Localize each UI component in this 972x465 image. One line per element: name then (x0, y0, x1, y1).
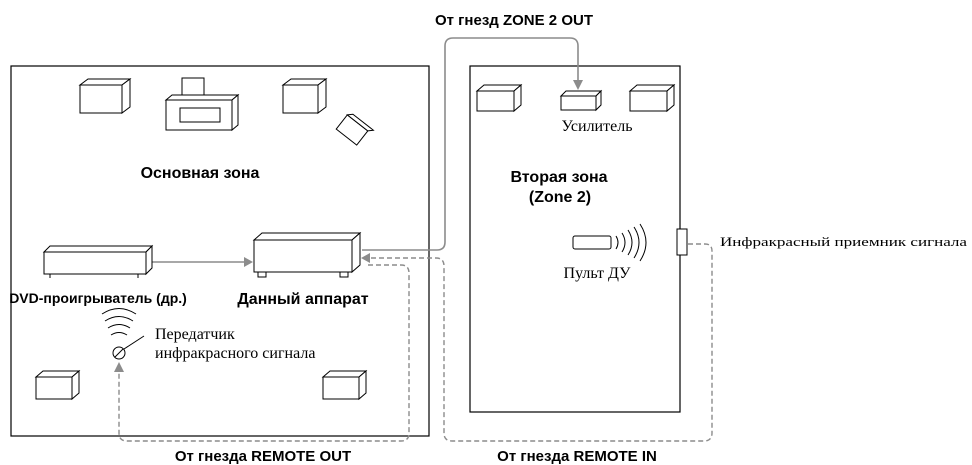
ir-receiver-icon (676, 228, 688, 256)
ir-transmitter-label-line1: Передатчик (155, 326, 235, 343)
remote-control-icon (572, 235, 612, 250)
zone2-out-arrowhead (573, 80, 583, 90)
front-right-speaker-icon (281, 78, 328, 114)
amplifier-icon (559, 89, 603, 112)
front-left-speaker-icon (78, 78, 132, 114)
remote-in-label: От гнезда REMOTE IN (497, 448, 657, 465)
rear-left-speaker-icon (34, 369, 81, 401)
remote-in-arrowhead (361, 253, 370, 263)
dvd-player-label: DVD-проигрыватель (др.) (9, 290, 187, 306)
ir-transmitter-waves-icon (101, 308, 137, 336)
zone2-right-speaker-icon (628, 83, 676, 113)
this-unit-icon (252, 231, 362, 278)
ir-transmitter-icon (112, 335, 145, 360)
dvd-to-unit-arrowhead (244, 257, 253, 267)
remote-out-cable (118, 264, 410, 442)
dvd-player-icon (42, 244, 154, 278)
main-zone-label: Основная зона (141, 165, 260, 182)
second-zone-label-line2: (Zone 2) (529, 189, 591, 206)
side-speaker-icon (335, 113, 375, 146)
zone2-out-label: От гнезд ZONE 2 OUT (435, 12, 593, 29)
amplifier-label: Усилитель (562, 118, 633, 135)
second-zone-label-line1: Вторая зона (510, 169, 607, 186)
remote-out-label: От гнезда REMOTE OUT (175, 448, 351, 465)
this-unit-label: Данный аппарат (237, 291, 368, 308)
zone2-left-speaker-icon (475, 83, 523, 113)
center-speaker-tv-icon (164, 77, 240, 132)
rear-right-speaker-icon (321, 369, 368, 401)
ir-receiver-label: Инфракрасный приемник сигнала (720, 234, 967, 249)
remote-out-arrowhead (114, 362, 124, 372)
remote-in-cable (370, 243, 713, 442)
remote-label: Пульт ДУ (564, 265, 632, 282)
ir-transmitter-label-line2: инфракрасного сигнала (155, 345, 315, 362)
remote-signal-waves-icon (615, 223, 647, 262)
zone2-out-cable (362, 37, 579, 251)
